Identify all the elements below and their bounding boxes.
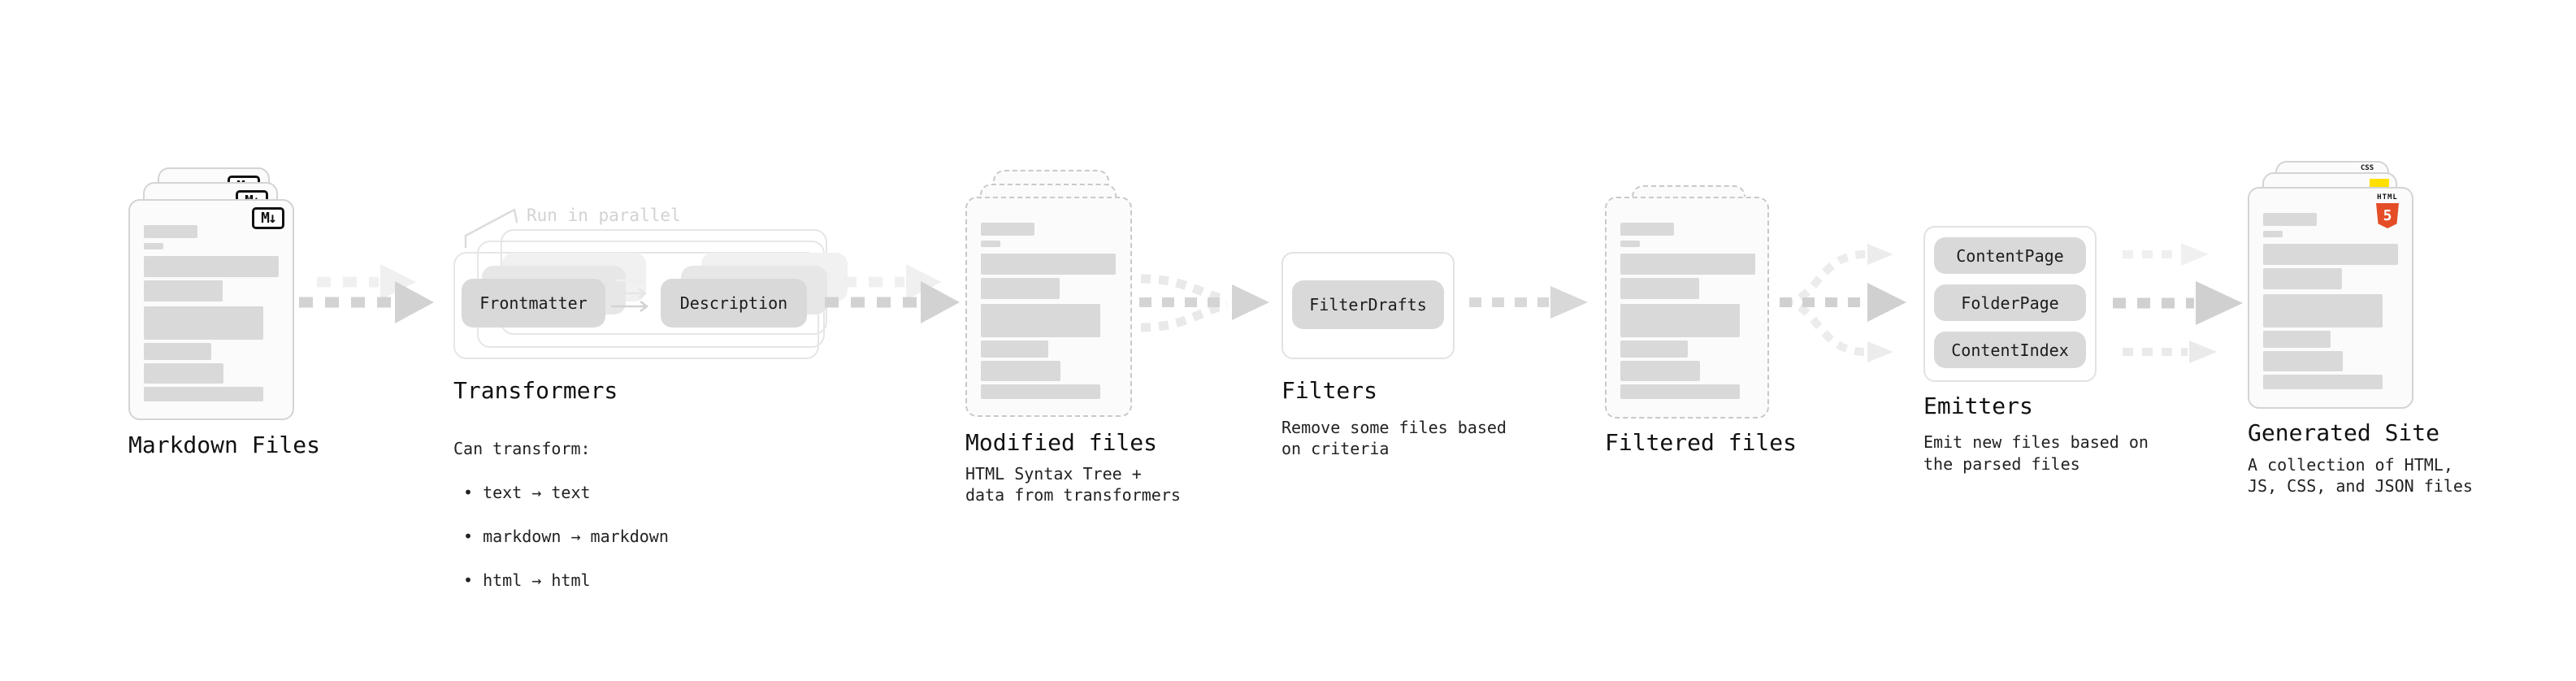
filterdrafts-pill: FilterDrafts	[1292, 280, 1444, 329]
doc-placeholder-line	[2263, 294, 2383, 327]
doc-placeholder-line	[1620, 241, 1640, 247]
doc-placeholder-line	[2263, 375, 2383, 389]
doc-placeholder-line	[1620, 304, 1740, 337]
emitters-description: Emit new files based on the parsed files	[1923, 432, 2149, 474]
arrow-transformers-to-modified	[825, 264, 960, 323]
html5-logo-title: HTML	[2377, 193, 2398, 202]
doc-placeholder-line	[2263, 268, 2342, 289]
html5-logo: HTML 5	[2373, 193, 2402, 228]
markdown-files-label: Markdown Files	[128, 432, 321, 458]
modified-files-label: Modified files	[965, 429, 1158, 456]
parallel-arrows	[611, 275, 649, 312]
doc-placeholder-line	[1620, 340, 1688, 358]
modified-file-card-front	[965, 197, 1132, 417]
doc-placeholder-line	[144, 363, 223, 384]
transformers-bullet: • text → text	[463, 483, 591, 502]
transformers-bullet: • markdown → markdown	[463, 527, 669, 546]
html5-logo-number: 5	[2383, 207, 2392, 224]
doc-placeholder-line	[144, 343, 211, 360]
arrow-markdown-to-transformers	[299, 264, 434, 323]
arrows-emitters-to-generated	[2113, 243, 2243, 363]
doc-placeholder-line	[2263, 351, 2343, 371]
contentpage-pill: ContentPage	[1934, 237, 2086, 274]
css-badge-text: CSS	[2360, 164, 2374, 172]
doc-placeholder-line	[981, 278, 1060, 299]
doc-placeholder-line	[144, 280, 223, 301]
arrow-filtered-to-emitters-fork	[1780, 244, 1906, 362]
doc-placeholder-line	[981, 223, 1034, 236]
doc-placeholder-line	[1620, 254, 1755, 275]
doc-placeholder-line	[981, 384, 1100, 399]
transformers-desc-title: Can transform:	[453, 439, 591, 458]
doc-placeholder-line	[144, 225, 197, 238]
transformers-bullet: • html → html	[463, 570, 591, 590]
doc-placeholder-line	[981, 254, 1116, 275]
doc-placeholder-line	[981, 340, 1048, 358]
description-pill: Description	[661, 279, 807, 327]
run-in-parallel-leader-line	[464, 208, 518, 249]
doc-placeholder-line	[981, 304, 1100, 337]
doc-placeholder-line	[981, 241, 1000, 247]
doc-placeholder-line	[144, 243, 163, 249]
doc-placeholder-line	[144, 387, 263, 401]
filters-label: Filters	[1281, 377, 1378, 404]
doc-placeholder-line	[144, 256, 279, 277]
filtered-file-card-front	[1605, 197, 1769, 419]
filtered-files-label: Filtered files	[1605, 429, 1798, 456]
doc-placeholder-line	[2263, 331, 2331, 348]
arrow-modified-to-filters-merge	[1139, 274, 1269, 332]
doc-placeholder-line	[1620, 384, 1740, 399]
modified-files-description: HTML Syntax Tree + data from transformer…	[965, 464, 1181, 505]
run-in-parallel-annotation: Run in parallel	[527, 206, 681, 225]
generated-site-label: Generated Site	[2248, 419, 2440, 446]
html5-logo-shield: 5	[2376, 203, 2399, 228]
transformers-label: Transformers	[453, 377, 618, 404]
frontmatter-pill: Frontmatter	[462, 279, 605, 327]
markdown-file-card-front: M↓	[128, 199, 294, 420]
transformers-description: Can transform: • text → text • markdown …	[453, 416, 669, 614]
doc-placeholder-line	[1620, 223, 1674, 236]
doc-placeholder-line	[1620, 361, 1700, 381]
markdown-icon: M↓	[252, 207, 284, 229]
arrow-filters-to-filtered	[1469, 286, 1588, 319]
contentindex-pill: ContentIndex	[1934, 332, 2086, 368]
doc-placeholder-line	[2263, 244, 2398, 265]
folderpage-pill: FolderPage	[1934, 284, 2086, 321]
doc-placeholder-line	[144, 306, 263, 340]
doc-placeholder-line	[2263, 213, 2317, 226]
filters-description: Remove some files based on criteria	[1281, 418, 1507, 458]
doc-placeholder-line	[1620, 278, 1699, 299]
generated-site-description: A collection of HTML, JS, CSS, and JSON …	[2248, 455, 2473, 496]
generated-file-card-front-html: HTML 5	[2248, 187, 2413, 409]
doc-placeholder-line	[981, 361, 1060, 381]
emitters-label: Emitters	[1923, 393, 2033, 419]
doc-placeholder-line	[2263, 231, 2283, 237]
